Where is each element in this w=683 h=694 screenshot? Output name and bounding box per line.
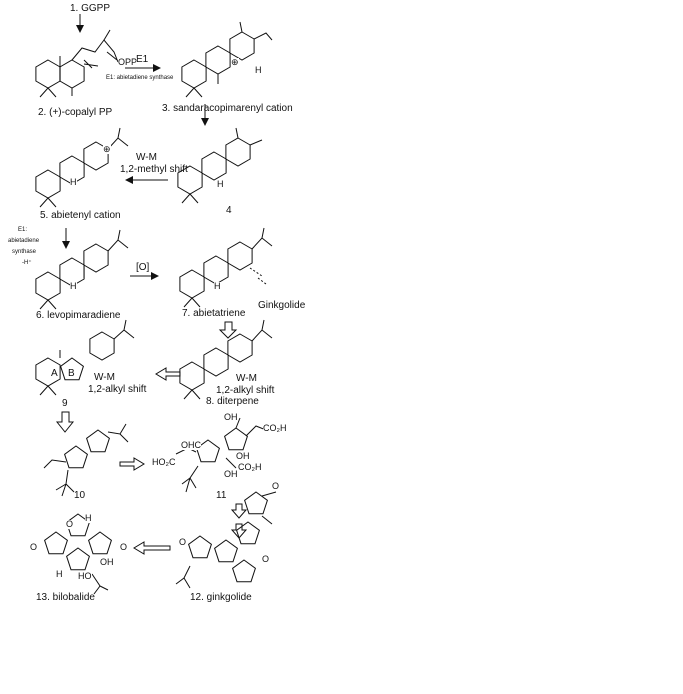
atom-h-13b: H [56, 569, 63, 579]
label-compound-9: 9 [62, 398, 68, 409]
label-ggpp: 1. GGPP [70, 3, 111, 14]
label-compound-10: 10 [74, 490, 86, 501]
label-e1-side-3: synthase [12, 249, 37, 255]
atom-oh-13: OH [100, 557, 114, 567]
label-ring-a: A [51, 368, 58, 379]
atom-oh-11c: OH [224, 469, 238, 479]
atom-h-5: H [70, 177, 77, 187]
label-compound-12: 12. ginkgolide [190, 592, 252, 603]
atom-oh-11b: OH [236, 451, 250, 461]
compound-13-structure [44, 513, 112, 595]
compound-4-structure [177, 127, 263, 204]
atom-h-3: H [255, 65, 262, 75]
label-wm-alkyl-left: W-M [94, 372, 115, 383]
label-compound-6: 6. levopimaradiene [36, 310, 121, 321]
label-e1-side-1: E1: [18, 227, 28, 233]
open-arrow-9-to-10 [55, 411, 75, 433]
label-e1-side-4: -H⁺ [22, 260, 32, 266]
atom-o-13a: O [66, 519, 74, 529]
label-alkyl-shift-right: 1,2-alkyl shift [216, 385, 275, 396]
atom-o-12a: O [179, 537, 187, 547]
label-enzyme-note: E1: abietadiene synthase [106, 75, 174, 81]
compound-7-structure [179, 227, 273, 308]
compound-5-structure [35, 127, 129, 208]
atom-co2h-11b: CO₂H [238, 462, 262, 472]
dashed-arrow [249, 267, 267, 285]
compound-2-structure [35, 29, 119, 98]
cation-5: ⊕ [103, 144, 111, 154]
atom-co2h-11a: CO₂H [263, 423, 287, 433]
cation-3: ⊕ [231, 57, 239, 67]
atom-o-12b: O [272, 481, 280, 491]
label-compound-2: 2. (+)-copalyl PP [38, 107, 113, 118]
open-arrow-8-to-9 [155, 367, 181, 381]
atom-h-6: H [70, 281, 77, 291]
label-oxidation: [O] [136, 262, 150, 273]
label-compound-8: 8. diterpene [206, 396, 259, 407]
label-compound-13: 13. bilobalide [36, 592, 95, 603]
label-wm-methyl: W-M [136, 152, 157, 163]
atom-h-7: H [214, 281, 221, 291]
label-compound-5: 5. abietenyl cation [40, 210, 121, 221]
label-ginkgolide-arrow: Ginkgolide [258, 300, 306, 311]
label-compound-7: 7. abietatriene [182, 308, 246, 319]
open-arrow-12-to-13 [133, 541, 171, 555]
atom-o-13b: O [30, 542, 38, 552]
open-arrow-11-to-12 [230, 503, 248, 519]
compound-6-structure [35, 229, 129, 310]
label-alkyl-shift-left: 1,2-alkyl shift [88, 384, 147, 395]
atom-h-4: H [217, 179, 224, 189]
atom-oh-11a: OH [224, 412, 238, 422]
compound-10-structure [43, 423, 129, 497]
atom-h-13a: H [85, 513, 92, 523]
atom-ohc-11: OHC [181, 440, 201, 450]
compound-11-structure [175, 417, 267, 493]
label-ring-b: B [68, 368, 75, 379]
atom-o-13c: O [120, 542, 128, 552]
compound-12-structure [175, 491, 277, 589]
label-enzyme-e1: E1 [136, 54, 149, 65]
compound-3-structure [181, 21, 273, 98]
open-arrow-12-ii [230, 523, 248, 539]
label-methyl-shift: 1,2-methyl shift [120, 164, 188, 175]
label-wm-alkyl-right: W-M [236, 373, 257, 384]
label-compound-3: 3. sandaracopimarenyl cation [162, 103, 293, 114]
label-compound-4: 4 [226, 205, 232, 216]
label-e1-side-2: abietadiene [8, 238, 40, 244]
atom-opp: OPP [118, 57, 138, 67]
open-arrow-10-to-11 [119, 457, 145, 471]
atom-ho2c-11: HO₂C [152, 457, 176, 467]
label-compound-11: 11 [216, 490, 227, 501]
compound-8-structure [179, 319, 273, 400]
atom-o-12c: O [262, 554, 270, 564]
atom-ho-13: HO [78, 571, 92, 581]
open-arrow-7-to-8 [218, 321, 238, 339]
compound-9-structure [35, 319, 135, 396]
